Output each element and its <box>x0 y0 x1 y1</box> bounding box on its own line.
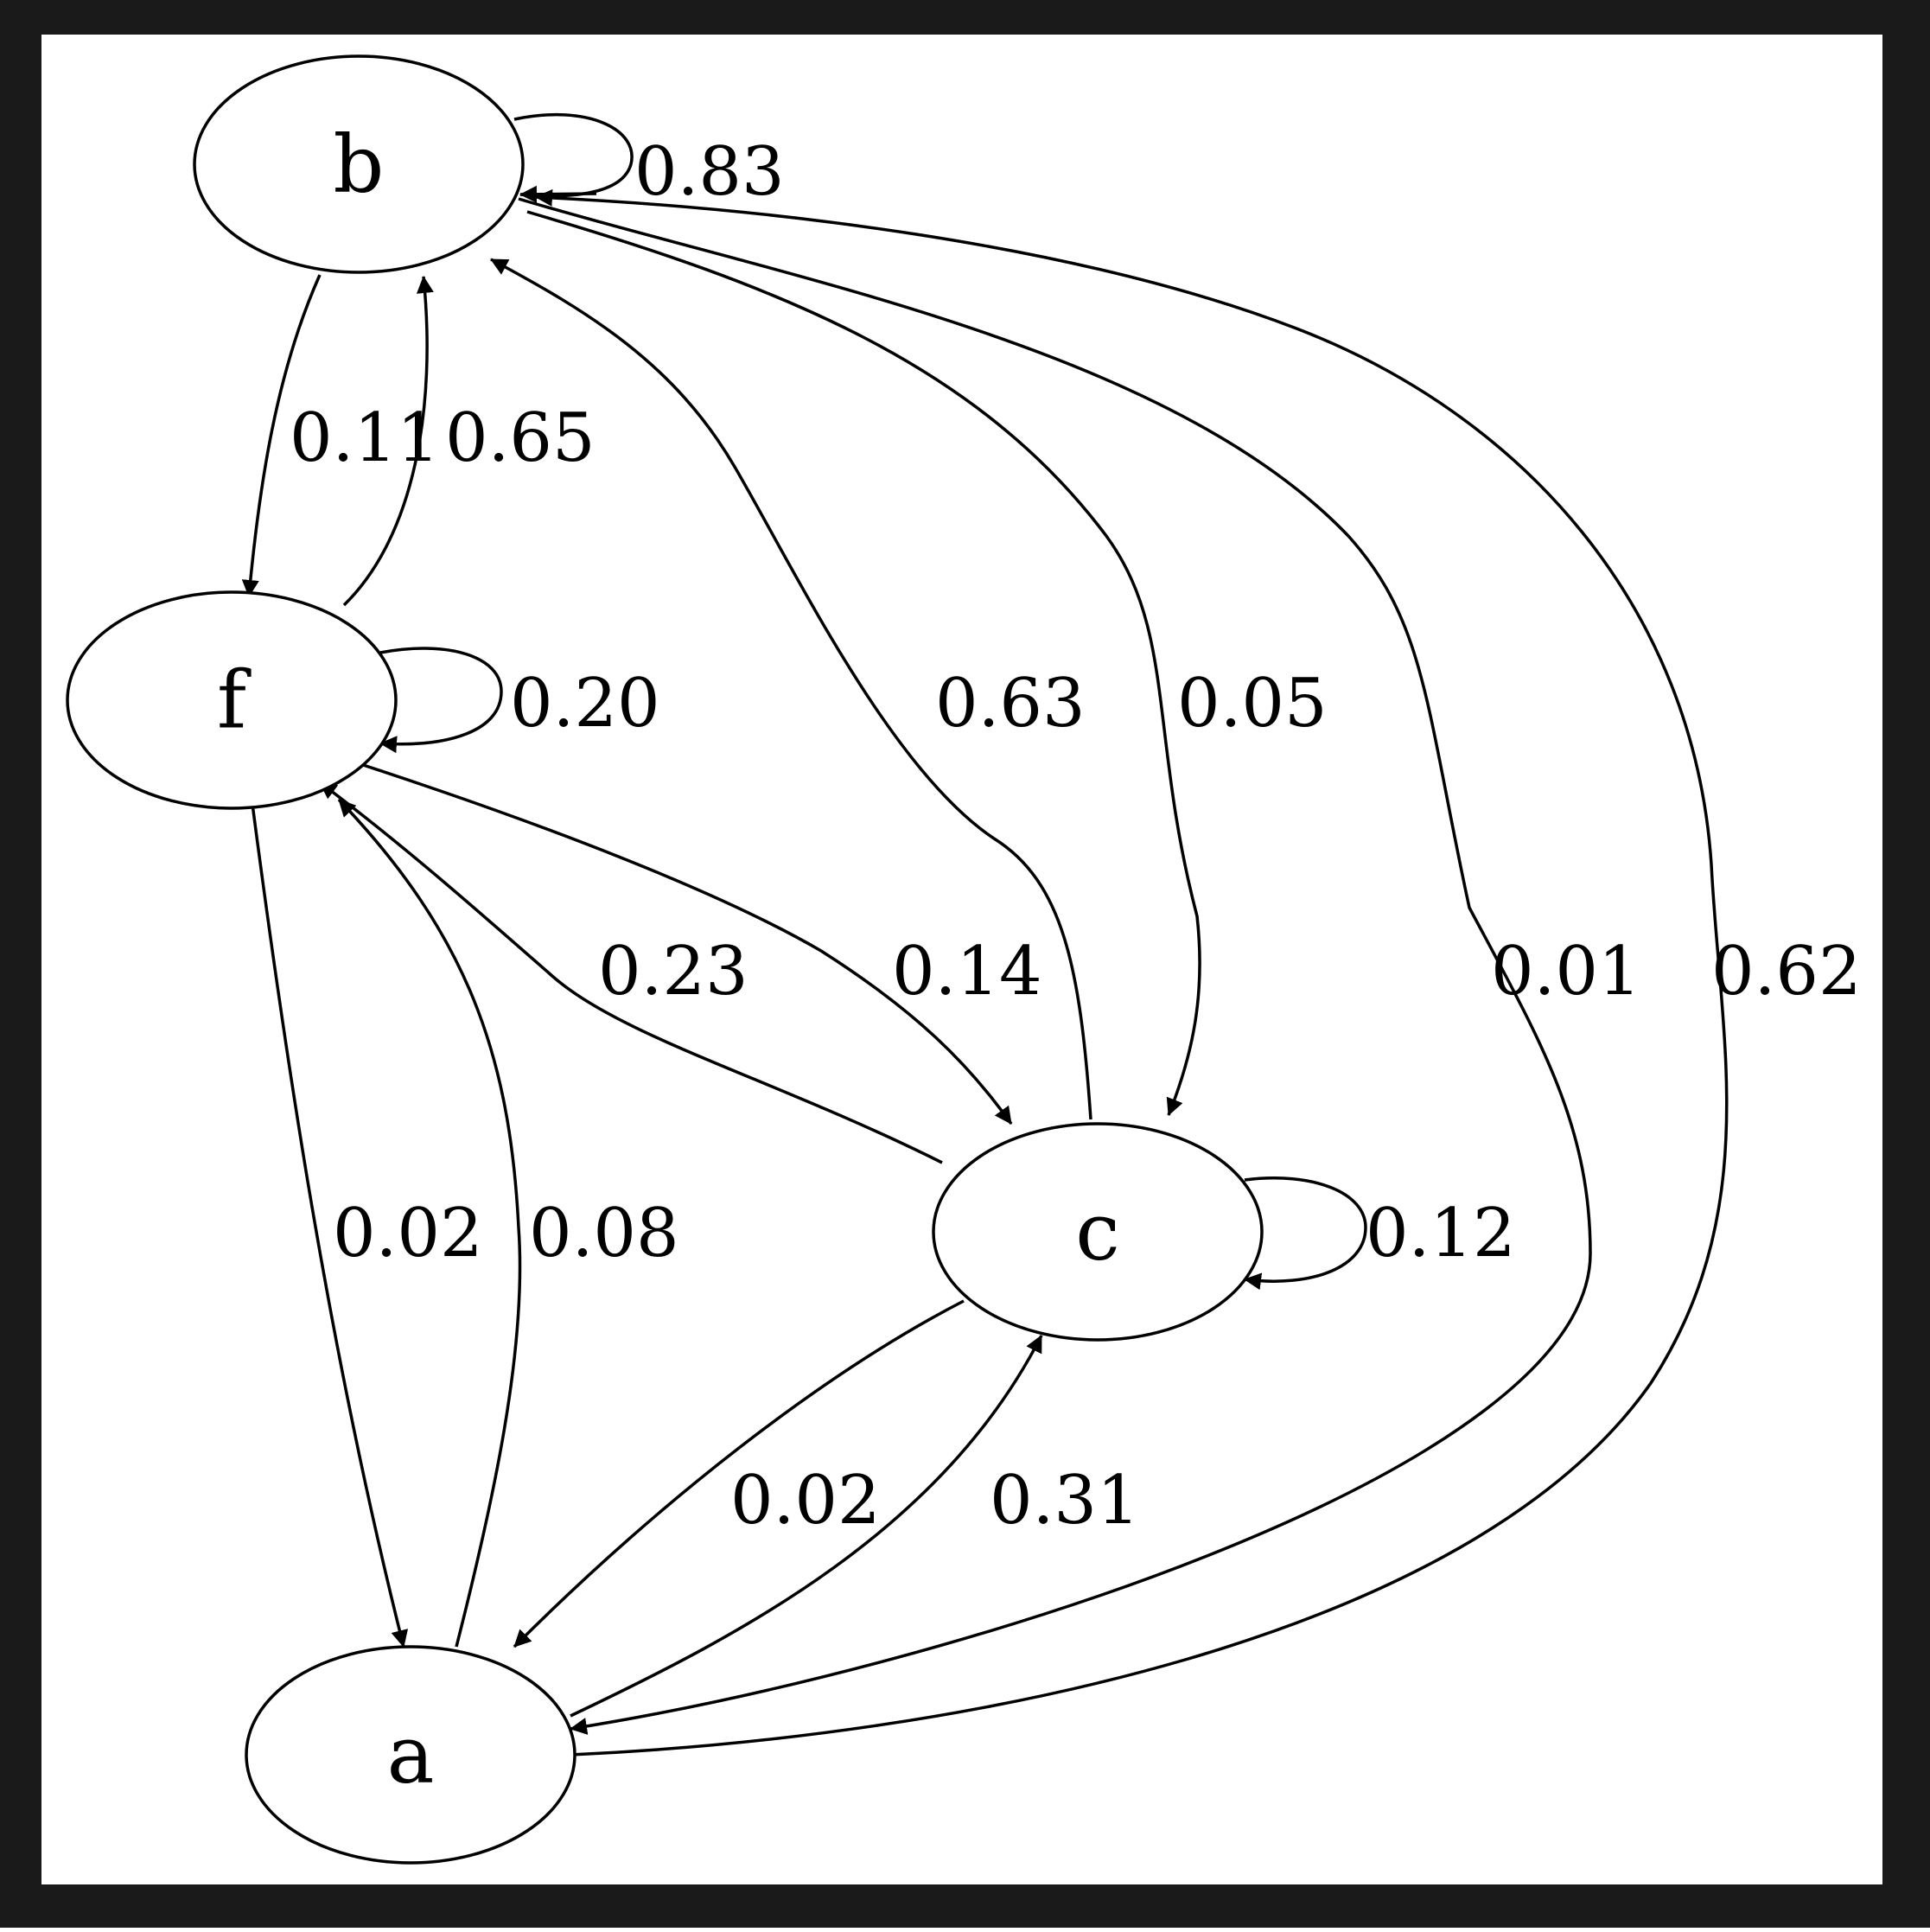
edge-f-a <box>251 803 409 1648</box>
edge-label-a-b: 0.62 <box>1711 933 1862 1011</box>
edge-label-b-c: 0.05 <box>1177 665 1328 743</box>
edge-b-c <box>526 210 1201 1116</box>
edge-b-f <box>241 274 322 597</box>
edge-label-a-c: 0.31 <box>990 1462 1140 1540</box>
edge-label-c-b: 0.63 <box>935 665 1086 743</box>
edge-label-f-b: 0.65 <box>445 399 596 477</box>
edge-b-a <box>518 197 1592 1735</box>
edge-c-b <box>490 258 1092 1120</box>
edge-c-f <box>318 781 943 1164</box>
node-a[interactable]: a <box>245 1645 576 1865</box>
node-b[interactable]: b <box>193 54 525 274</box>
edge-a-b <box>535 188 1729 1757</box>
node-f[interactable]: f <box>66 590 398 810</box>
edge-f-f <box>379 647 503 754</box>
edge-label-f-f: 0.20 <box>510 665 660 743</box>
edge-a-f <box>337 798 522 1648</box>
edge-label-c-c: 0.12 <box>1366 1195 1516 1272</box>
node-c-label: c <box>1075 1186 1120 1278</box>
node-a-shape <box>245 1645 576 1865</box>
edge-label-b-f: 0.11 <box>290 399 440 477</box>
frame-inner <box>41 35 1882 1884</box>
node-c[interactable]: c <box>932 1122 1264 1342</box>
node-c-shape <box>932 1122 1264 1342</box>
node-f-label: f <box>217 654 252 747</box>
edge-f-c <box>349 759 1013 1125</box>
edge-labels: 0.83 0.11 0.65 0.20 0.63 0.05 0.01 0.62 … <box>290 133 1862 1540</box>
edge-label-b-a: 0.01 <box>1491 933 1641 1011</box>
node-f-shape <box>66 590 398 810</box>
edge-c-c <box>1244 1176 1367 1291</box>
edge-f-b <box>342 276 434 607</box>
node-b-shape <box>193 54 525 274</box>
node-b-label: b <box>334 118 385 211</box>
edge-label-a-f: 0.08 <box>529 1195 679 1272</box>
edges <box>241 112 1729 1757</box>
edge-label-c-a: 0.02 <box>730 1462 881 1540</box>
edge-a-c <box>570 1335 1043 1718</box>
edge-c-a <box>513 1299 965 1648</box>
node-a-label: a <box>387 1709 435 1801</box>
edge-label-f-a: 0.02 <box>333 1195 483 1272</box>
edge-label-f-c: 0.14 <box>892 933 1042 1011</box>
edge-label-c-f: 0.23 <box>598 933 748 1011</box>
edge-label-b-b: 0.83 <box>634 133 785 211</box>
